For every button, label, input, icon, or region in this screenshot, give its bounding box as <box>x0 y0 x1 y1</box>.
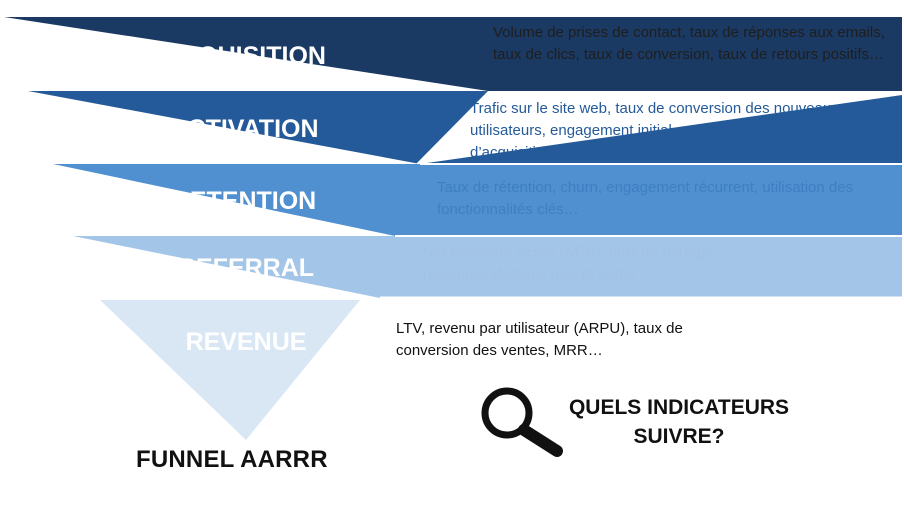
funnel-title: FUNNEL AARRR <box>136 446 328 473</box>
stage-label-revenue: REVENUE <box>186 328 307 356</box>
description-acquisition: Volume de prises de contact, taux de rép… <box>493 24 885 63</box>
description-activation: Trafic sur le site web, taux de conversi… <box>470 100 846 161</box>
callout-question: QUELS INDICATEURS SUIVRE? <box>540 393 818 451</box>
description-revenue: LTV, revenu par utilisateur (ARPU), taux… <box>396 320 683 359</box>
stage-label-referral: REFERRAL <box>178 254 314 282</box>
callout-line-2: SUIVRE? <box>633 425 725 448</box>
description-retention: Taux de rétention, churn, engagement réc… <box>437 179 854 218</box>
revenue-band <box>100 300 360 440</box>
callout-line-1: QUELS INDICATEURS <box>568 396 790 419</box>
stage-label-acquisition: ACQUISITION <box>162 42 326 70</box>
stage-label-activation: ACTIVATION <box>169 115 318 143</box>
retention-band <box>53 164 902 236</box>
description-referral: Net Promoter Score (NPS), taux de partag… <box>423 244 718 283</box>
acquisition-band <box>4 17 902 91</box>
stage-label-retention: RETENTION <box>172 187 316 215</box>
referral-band <box>73 236 902 298</box>
magnifying-glass-icon <box>481 387 563 457</box>
